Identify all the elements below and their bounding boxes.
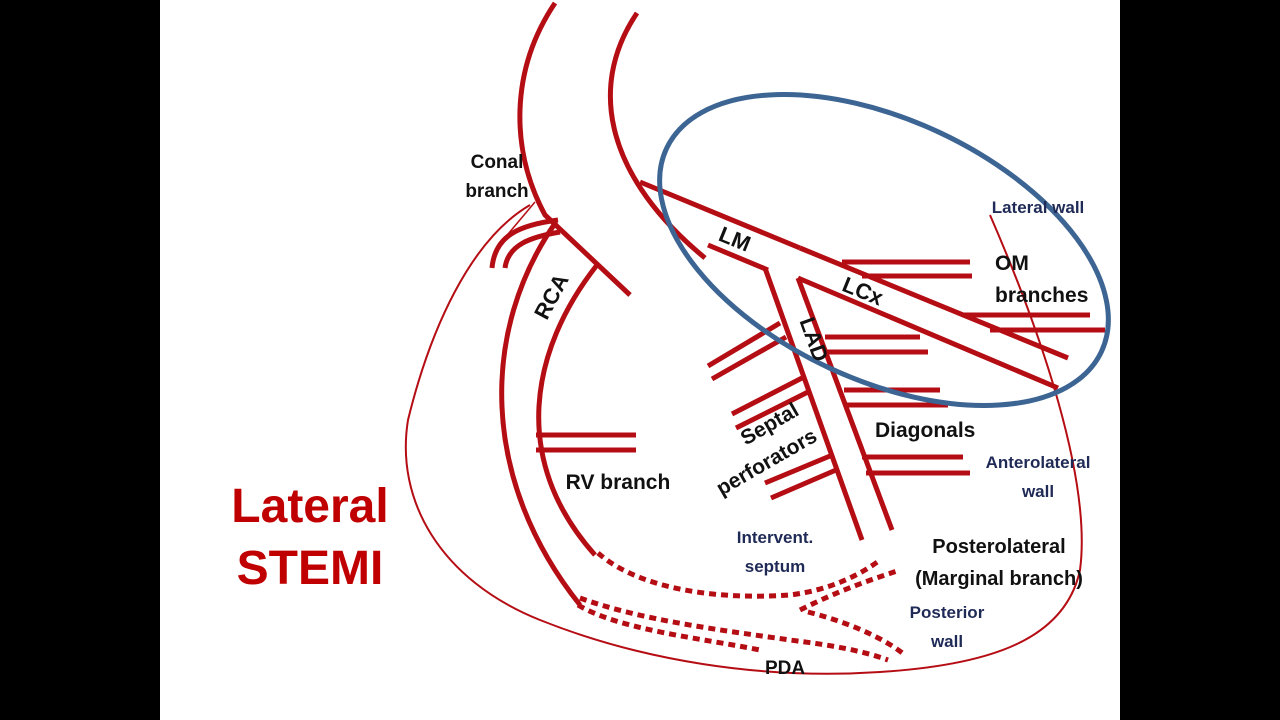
conal-label-line-1: Conal: [471, 152, 524, 173]
om-label-line-1: OM: [995, 252, 1029, 275]
aorta-inner-wall: [607, 11, 707, 260]
rv-branch-label: RV branch: [566, 471, 671, 494]
slide-background: [160, 0, 1120, 720]
intervent-label-line-2: septum: [745, 557, 805, 576]
pda-label: PDA: [765, 658, 805, 679]
conal-branch-vessel: [489, 217, 559, 269]
lad-label: LAD: [795, 314, 834, 365]
lcx-upper-wall: [799, 245, 1069, 361]
om-branch-lines: [842, 259, 1105, 333]
title-line-2: STEMI: [237, 542, 384, 595]
posterior-dashed-vessels: [576, 551, 907, 663]
lm-upper-wall: [639, 179, 801, 251]
posterior-label-line-1: Posterior: [910, 603, 985, 622]
diagonals-label: Diagonals: [875, 419, 975, 442]
intervent-label-line-1: Intervent.: [737, 528, 814, 547]
lateral-wall-label: Lateral wall: [992, 198, 1085, 217]
conal-pointer-line: [502, 201, 536, 241]
lad-left-wall: [762, 267, 865, 541]
diagonal-branch-lines: [825, 334, 970, 476]
posterolateral-label-line-2: (Marginal branch): [915, 568, 1083, 590]
conal-branch-vessel-inner: [502, 229, 561, 269]
posterolateral-label-line-1: Posterolateral: [932, 536, 1065, 558]
rv-branch-lines: [536, 432, 636, 453]
conal-label-line-2: branch: [465, 181, 528, 202]
anterolateral-label-line-2: wall: [1021, 482, 1054, 501]
lcx-lower-wall: [797, 275, 1059, 391]
anterolateral-label-line-1: Anterolateral: [986, 453, 1091, 472]
lateral-wall-ellipse: [657, 92, 1111, 408]
om-label-line-2: branches: [995, 284, 1088, 307]
rca-inner-curve: [536, 263, 599, 557]
rca-outer-curve: [499, 220, 582, 607]
heart-outline: [404, 204, 1083, 675]
aorta-outer-wall: [517, 1, 632, 297]
posterior-label-line-2: wall: [930, 632, 963, 651]
title-line-1: Lateral: [231, 480, 388, 533]
lm-lower-wall: [707, 242, 769, 273]
